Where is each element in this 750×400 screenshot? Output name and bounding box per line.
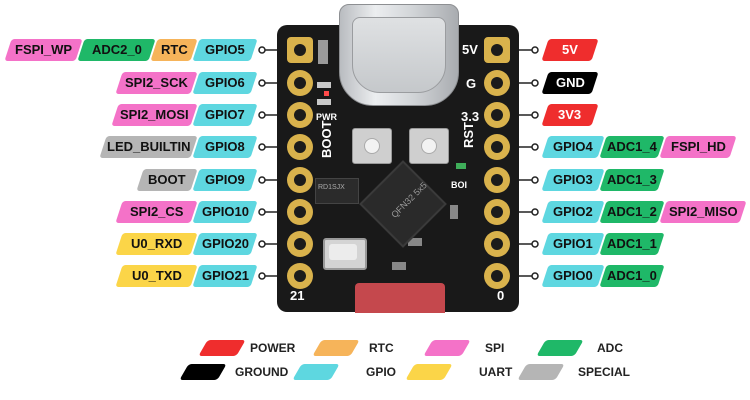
pin-label-gpio4: GPIO4 (541, 136, 605, 158)
pad-right-4 (484, 134, 510, 160)
pin-label-u0-txd: U0_TXD (115, 265, 198, 287)
pad-left-2 (287, 70, 313, 96)
pin-label-spi2-mosi: SPI2_MOSI (111, 104, 198, 126)
component-smd-3 (450, 205, 458, 219)
silk-boot: BOOT (319, 120, 334, 158)
pad-right-3 (484, 102, 510, 128)
pin-label-boot: BOOT (136, 169, 198, 191)
pin-label-rtc: RTC (150, 39, 198, 61)
boi-led (456, 163, 466, 169)
pin-label-gpio1: GPIO1 (541, 233, 605, 255)
pad-right-6 (484, 199, 510, 225)
pin-label-fspi-hd: FSPI_HD (659, 136, 737, 158)
component-smd-2 (408, 238, 422, 246)
pin-label-gpio0: GPIO0 (541, 265, 605, 287)
silk-0: 0 (497, 288, 505, 303)
pad-right-5 (484, 167, 510, 193)
pin-label-spi2-sck: SPI2_SCK (115, 72, 198, 94)
component-resistor (317, 82, 331, 88)
pin-label-5v: 5V (541, 39, 599, 61)
pin-label-gnd: GND (541, 72, 599, 94)
pin-label-spi2-miso: SPI2_MISO (659, 201, 747, 223)
pin-label-gpio5: GPIO5 (192, 39, 258, 61)
pin-label-adc1-3: ADC1_3 (599, 169, 665, 191)
regulator-label: RD1SJX (318, 184, 345, 191)
pin-label-adc1-4: ADC1_4 (599, 136, 665, 158)
pin-label-gpio6: GPIO6 (192, 72, 258, 94)
boot-button[interactable] (352, 128, 392, 164)
reset-button[interactable] (409, 128, 449, 164)
silk-rst: RST (461, 122, 476, 148)
crystal-oscillator (323, 238, 367, 270)
pin-label-gpio21: GPIO21 (192, 265, 258, 287)
pin-label-gpio8: GPIO8 (192, 136, 258, 158)
pin-label-adc2-0: ADC2_0 (77, 39, 156, 61)
voltage-regulator (315, 178, 359, 204)
legend-label-adc: ADC (597, 341, 623, 355)
pad-left-6 (287, 199, 313, 225)
pin-label-u0-rxd: U0_RXD (115, 233, 198, 255)
pad-left-4 (287, 134, 313, 160)
pin-label-gpio2: GPIO2 (541, 201, 605, 223)
legend-label-rtc: RTC (369, 341, 394, 355)
pin-label-gpio3: GPIO3 (541, 169, 605, 191)
legend-label-ground: GROUND (235, 365, 289, 379)
component-smd-4 (392, 262, 406, 270)
pin-label-gpio7: GPIO7 (192, 104, 258, 126)
pin-label-adc1-0: ADC1_0 (599, 265, 665, 287)
silk-3v3: 3.3 (461, 109, 480, 124)
pin-label-spi2-cs: SPI2_CS (115, 201, 198, 223)
pin-label-gpio20: GPIO20 (192, 233, 258, 255)
pad-right-2 (484, 70, 510, 96)
legend-label-spi: SPI (485, 341, 505, 355)
legend-label-uart: UART (479, 365, 513, 379)
pad-right-7 (484, 231, 510, 257)
pin-label-gpio9: GPIO9 (192, 169, 258, 191)
legend-label-special: SPECIAL (578, 365, 631, 379)
pin-label-gpio10: GPIO10 (192, 201, 258, 223)
pad-right-8 (484, 263, 510, 289)
component-resistor-2 (317, 99, 331, 105)
legend-label-power: POWER (250, 341, 296, 355)
power-led (324, 91, 329, 96)
pin-label-adc1-1: ADC1_1 (599, 233, 665, 255)
silk-5v: 5V (462, 42, 478, 57)
component-cap (318, 40, 328, 64)
usb-c-connector (339, 4, 459, 106)
ceramic-antenna (355, 283, 445, 313)
pad-right-1 (484, 37, 510, 63)
pad-left-1 (287, 37, 313, 63)
pad-left-5 (287, 167, 313, 193)
silk-pwr: PWR (316, 112, 337, 122)
pad-left-7 (287, 231, 313, 257)
pin-label-adc1-2: ADC1_2 (599, 201, 665, 223)
silk-boi: BOI (451, 180, 468, 190)
silk-21: 21 (290, 288, 305, 303)
pin-label-fspi-wp: FSPI_WP (4, 39, 83, 61)
silk-g: G (466, 76, 477, 91)
pad-left-8 (287, 263, 313, 289)
pad-left-3 (287, 102, 313, 128)
pin-label-led-builtin: LED_BUILTIN (99, 136, 198, 158)
legend-label-gpio: GPIO (366, 365, 397, 379)
pin-label-3v3: 3V3 (541, 104, 599, 126)
